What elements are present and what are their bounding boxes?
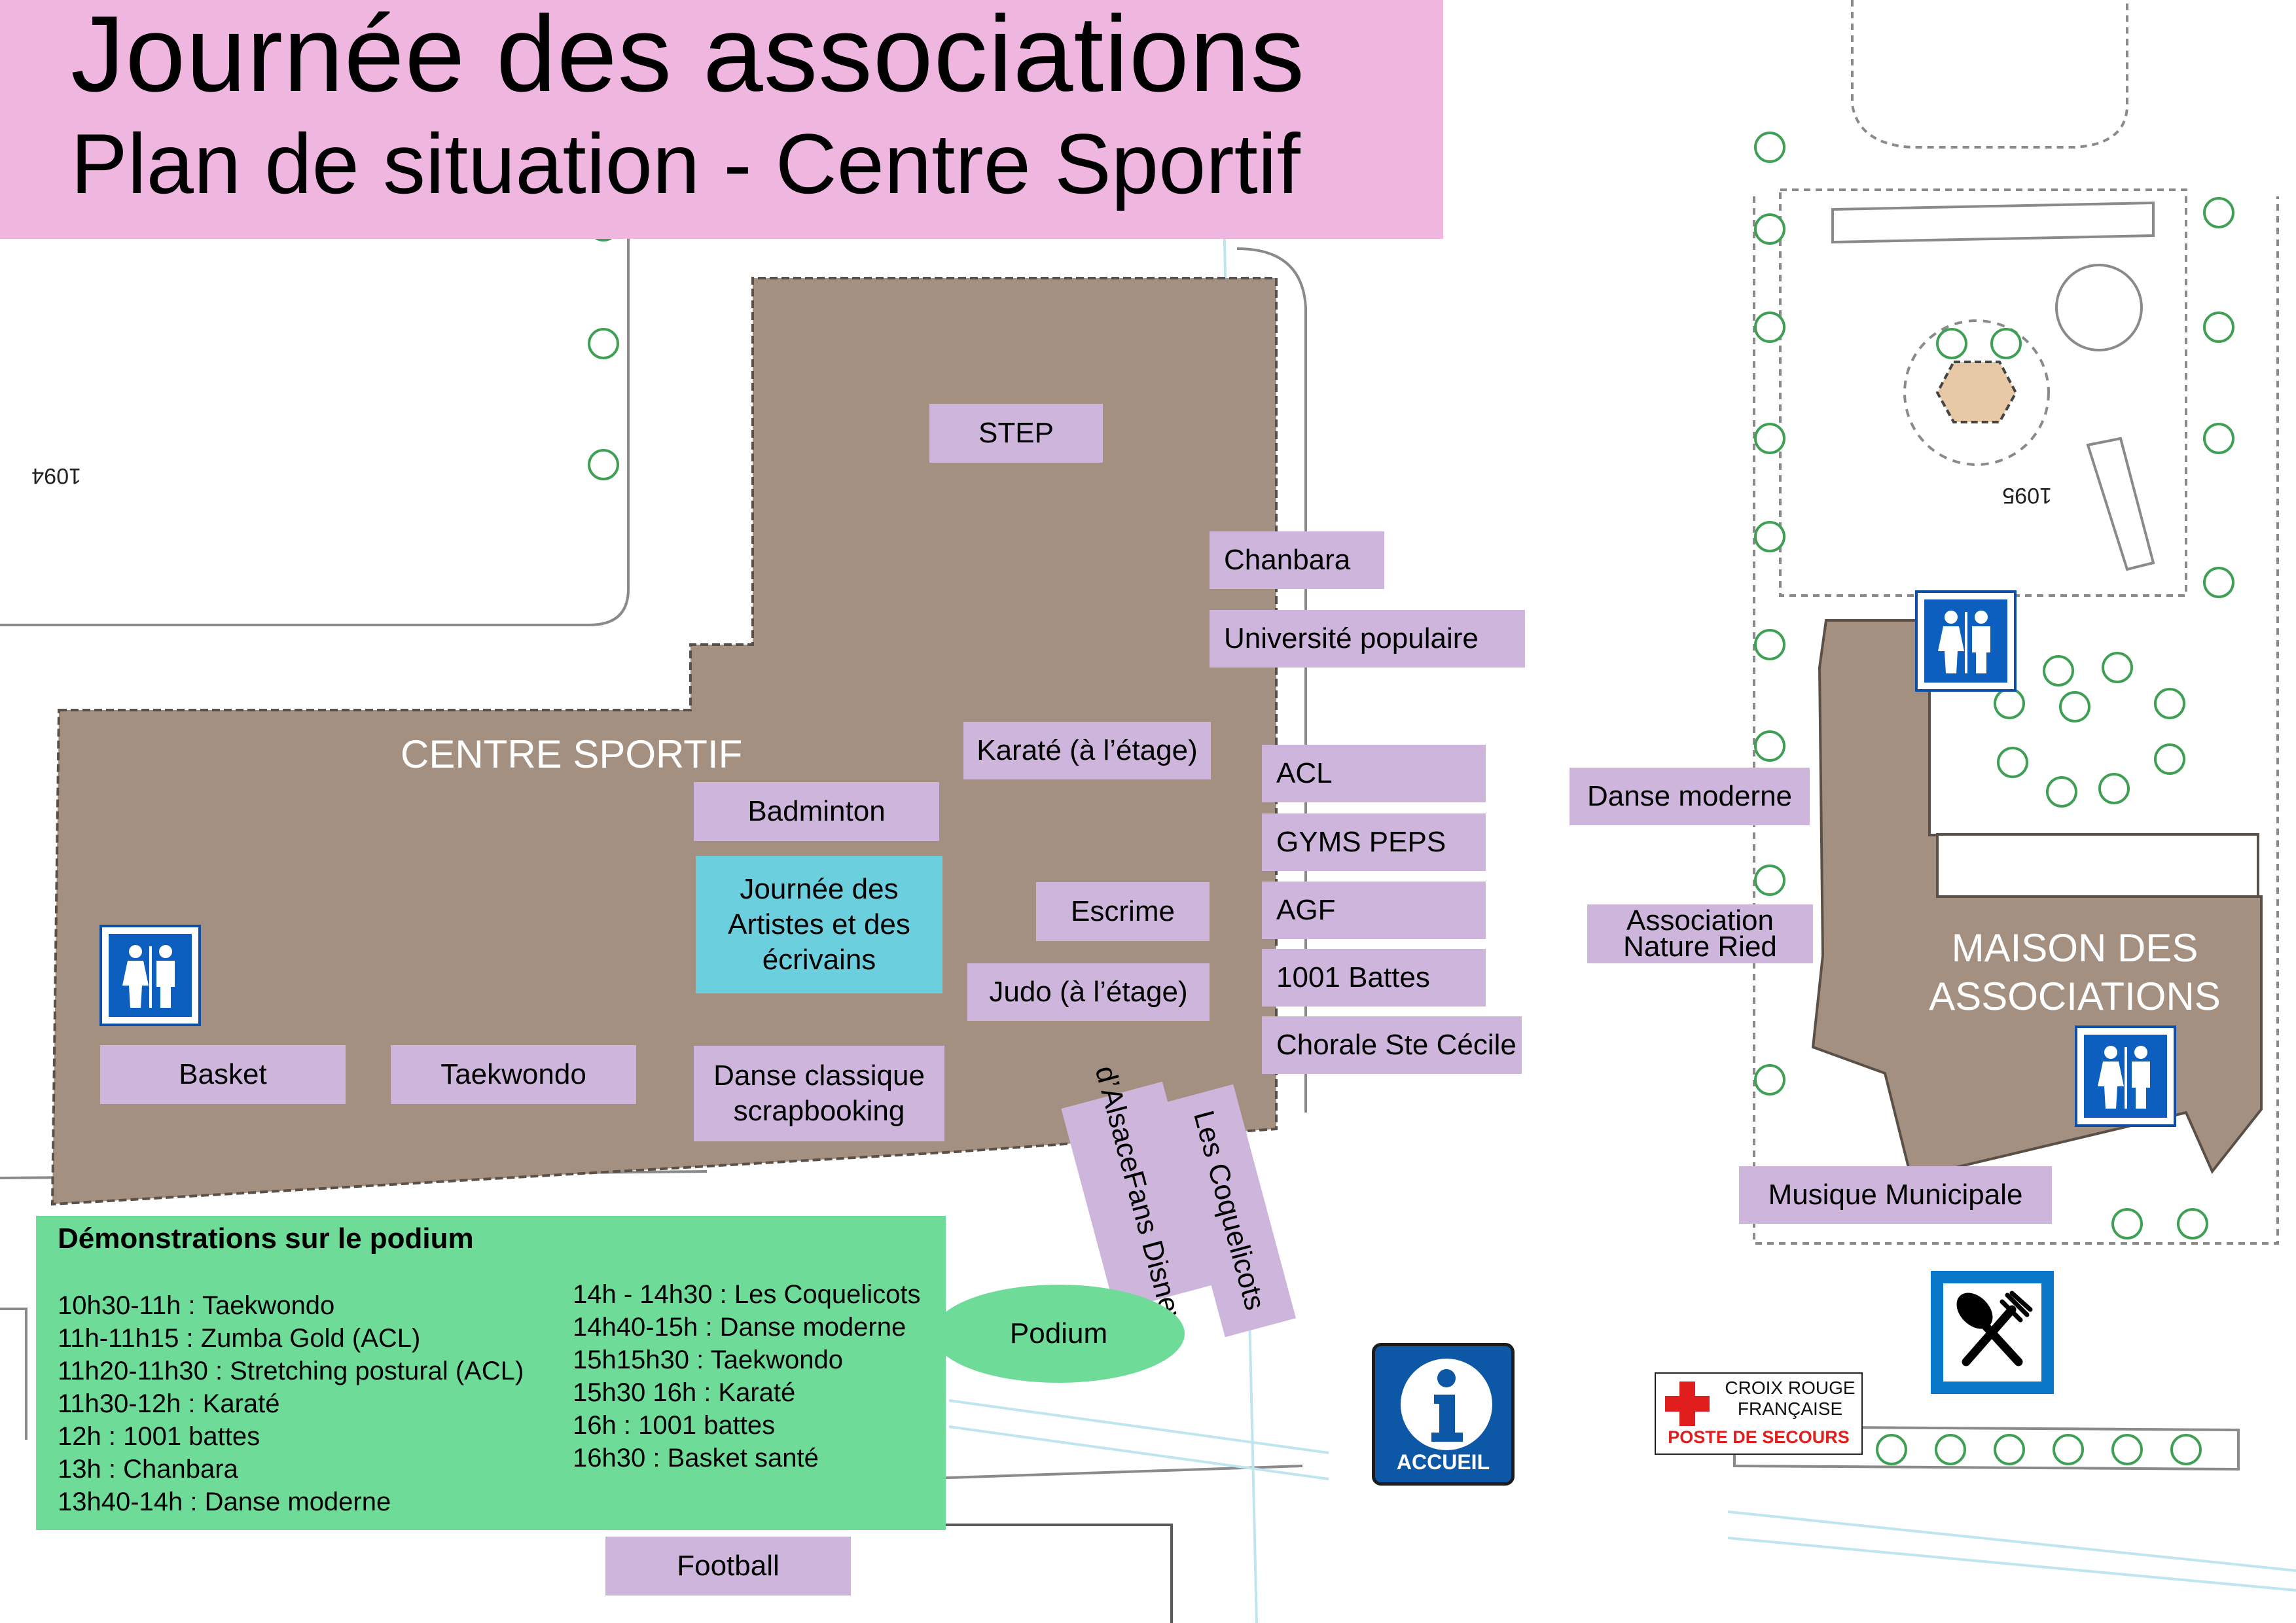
label-escrime: Escrime — [1036, 882, 1210, 941]
schedule-afternoon: 14h - 14h30 : Les Coquelicots 14h40-15h :… — [573, 1278, 920, 1474]
label-1001-battes: 1001 Battes — [1262, 949, 1486, 1007]
schedule-item: 11h20-11h30 : Stretching postural (ACL) — [58, 1357, 524, 1385]
plot-number-1095: 1095 — [2002, 483, 2052, 508]
croix-rouge-line-2: FRANÇAISE — [1737, 1399, 1843, 1419]
label-chorale: Chorale Ste Cécile — [1262, 1016, 1522, 1074]
label-agf: AGF — [1262, 882, 1486, 939]
page-title: Journée des associations — [71, 0, 1305, 114]
trees — [588, 132, 2234, 1465]
title-band — [0, 0, 1443, 239]
nature-ried-line-2: Nature Ried — [1623, 931, 1777, 963]
maison-line-2: ASSOCIATIONS — [1929, 974, 2221, 1018]
schedule-item: 16h : 1001 battes — [573, 1411, 776, 1440]
podium: Podium — [933, 1285, 1185, 1383]
label-taekwondo: Taekwondo — [391, 1045, 636, 1104]
restroom-icon — [1915, 590, 2017, 692]
schedule-item: 12h : 1001 battes — [58, 1422, 260, 1451]
page-subtitle: Plan de situation - Centre Sportif — [71, 116, 1300, 211]
plot-number-1094: 1094 — [31, 463, 81, 488]
maison-associations-building — [1811, 619, 2263, 1180]
maison-line-1: MAISON DES — [1951, 926, 2198, 970]
schedule-item: 11h30-12h : Karaté — [58, 1389, 280, 1418]
schedule-item: 13h40-14h : Danse moderne — [58, 1488, 391, 1516]
poste-de-secours-label: POSTE DE SECOURS — [1668, 1427, 1850, 1447]
nature-ried-line-1: Association — [1626, 904, 1774, 936]
info-icon — [1401, 1359, 1492, 1450]
label-karate: Karaté (à l’étage) — [963, 722, 1211, 779]
label-acl: ACL — [1262, 745, 1486, 802]
label-basket: Basket — [100, 1045, 346, 1104]
restaurant-icon — [1956, 1291, 2033, 1366]
label-judo: Judo (à l’étage) — [967, 963, 1210, 1021]
red-cross-icon — [1665, 1382, 1710, 1426]
restaurant-sign — [1931, 1271, 2054, 1394]
schedule-item: 16h30 : Basket santé — [573, 1444, 819, 1472]
label-journee-artistes: Journée des Artistes et des écrivains — [696, 856, 942, 993]
croix-rouge-sign: CROIX ROUGE FRANÇAISE POSTE DE SECOURS — [1655, 1372, 1863, 1455]
croix-rouge-line-1: CROIX ROUGE — [1725, 1378, 1856, 1398]
demonstrations-panel: Démonstrations sur le podium 10h30-11h :… — [36, 1216, 946, 1530]
restroom-icon — [99, 925, 201, 1026]
label-gyms-peps: GYMS PEPS — [1262, 813, 1486, 871]
label-badminton: Badminton — [694, 782, 939, 841]
schedule-item: 15h30 16h : Karaté — [573, 1378, 796, 1407]
label-danse-classique: Danse classique scrapbooking — [694, 1046, 944, 1141]
schedule-item: 14h40-15h : Danse moderne — [573, 1313, 906, 1342]
accueil-label: ACCUEIL — [1396, 1450, 1490, 1474]
road-outline-left — [0, 236, 630, 626]
kiosk — [1935, 361, 2018, 423]
schedule-item: 10h30-11h : Taekwondo — [58, 1291, 335, 1320]
building-label-centre-sportif: CENTRE SPORTIF — [401, 732, 743, 776]
label-nature-ried: Association Nature Ried — [1587, 904, 1813, 963]
label-musique-municipale: Musique Municipale — [1739, 1166, 2052, 1224]
accueil-sign: ACCUEIL — [1372, 1343, 1515, 1486]
schedule-item: 13h : Chanbara — [58, 1455, 238, 1484]
label-universite-populaire: Université populaire — [1210, 610, 1525, 668]
demonstrations-title: Démonstrations sur le podium — [58, 1222, 474, 1255]
schedule-item: 11h-11h15 : Zumba Gold (ACL) — [58, 1324, 421, 1353]
label-step: STEP — [929, 404, 1103, 463]
danse-classique-line-2: scrapbooking — [733, 1095, 905, 1127]
danse-classique-line-1: Danse classique — [713, 1060, 925, 1092]
restroom-icon — [2075, 1026, 2176, 1127]
label-danse-moderne: Danse moderne — [1570, 768, 1810, 825]
label-chanbara: Chanbara — [1210, 531, 1384, 589]
building-label-maison-associations: MAISON DES ASSOCIATIONS — [1914, 924, 2235, 1021]
label-football: Football — [605, 1537, 851, 1596]
schedule-item: 15h15h30 : Taekwondo — [573, 1346, 843, 1374]
schedule-item: 14h - 14h30 : Les Coquelicots — [573, 1280, 921, 1309]
schedule-morning: 10h30-11h : Taekwondo 11h-11h15 : Zumba G… — [58, 1289, 524, 1518]
